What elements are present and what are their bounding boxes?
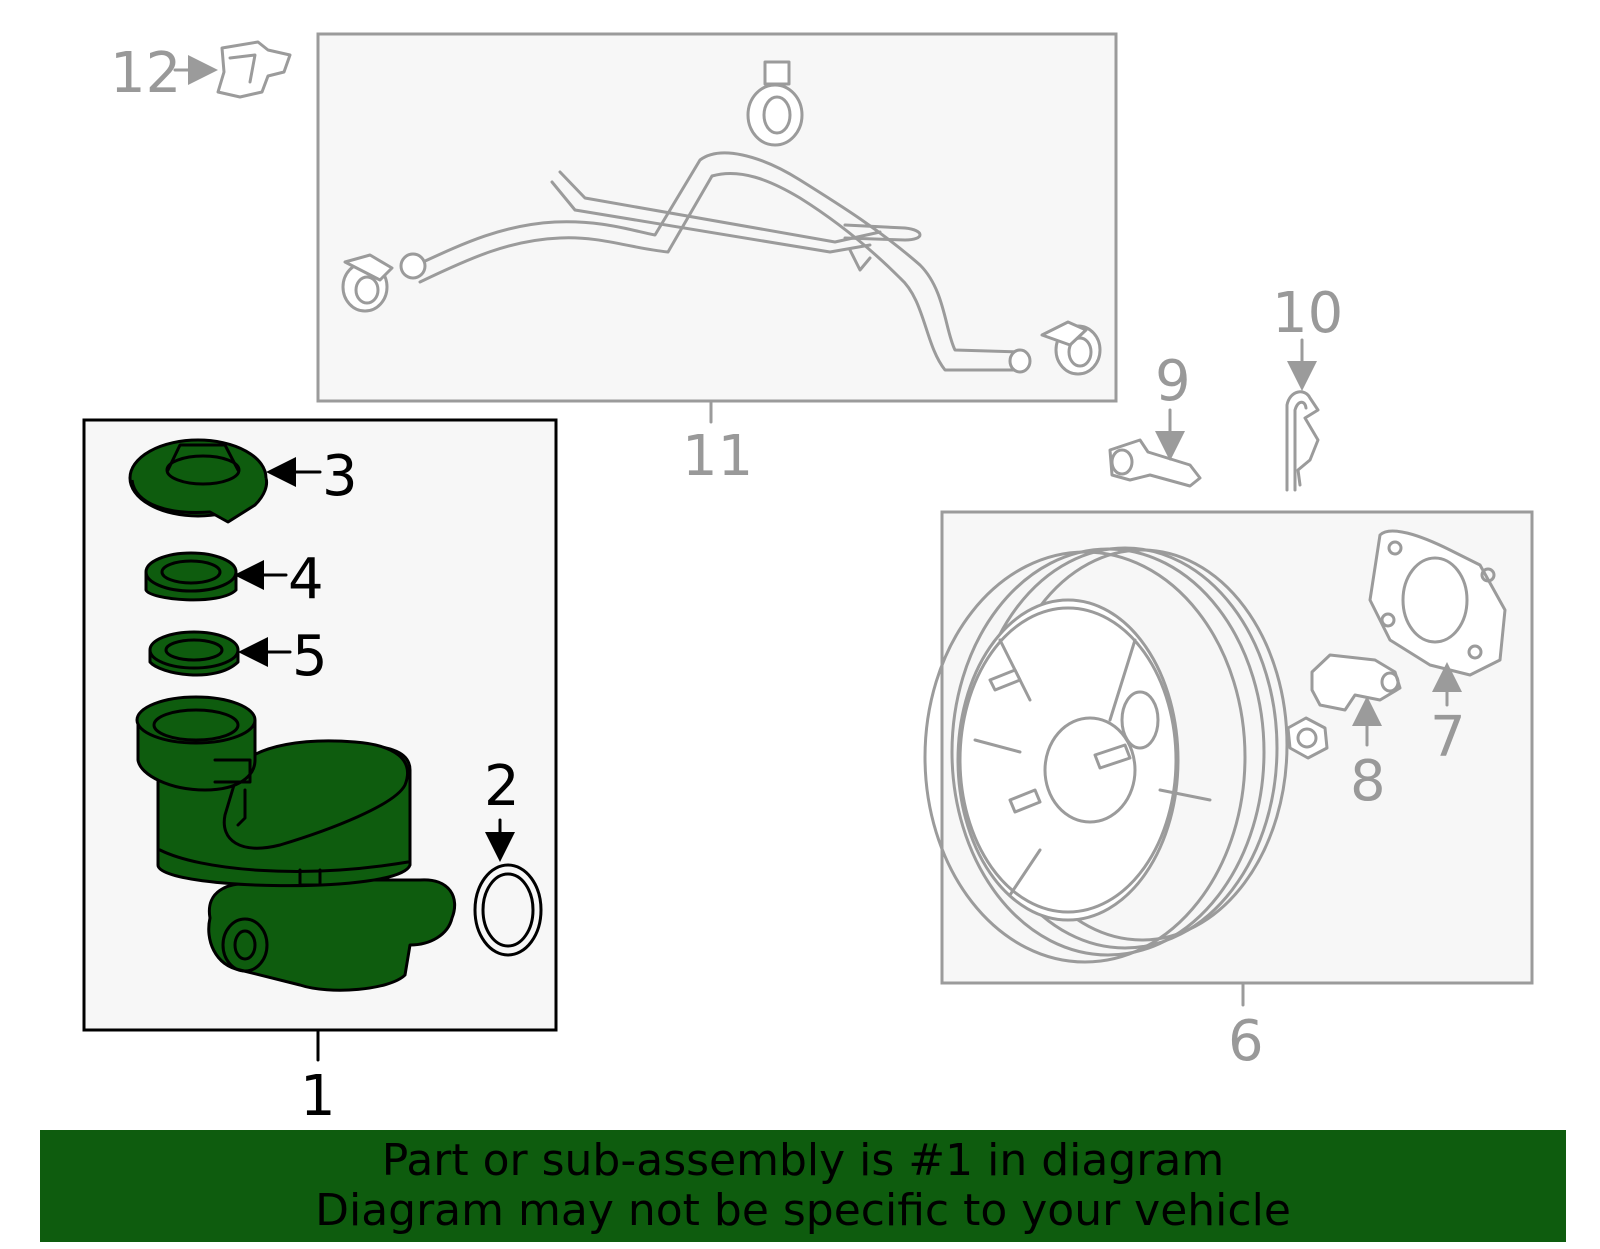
hose-clamp-left <box>341 253 394 313</box>
callout-3[interactable]: 3 <box>322 444 358 509</box>
callout-12[interactable]: 12 <box>110 41 181 106</box>
callout-2[interactable]: 2 <box>484 754 520 819</box>
vacuum-hose-panel[interactable] <box>316 32 1118 403</box>
part-4-strainer[interactable] <box>144 551 238 602</box>
part-9-check-valve[interactable] <box>1108 438 1202 488</box>
callout-6[interactable]: 6 <box>1228 1009 1264 1074</box>
part-3-reservoir-cap[interactable] <box>128 438 269 524</box>
callout-7[interactable]: 7 <box>1430 705 1466 770</box>
callout-4[interactable]: 4 <box>288 547 324 612</box>
callout-11[interactable]: 11 <box>682 424 753 489</box>
callout-8[interactable]: 8 <box>1350 749 1386 814</box>
part-2-o-ring[interactable] <box>473 863 543 957</box>
hose-clamp-right <box>1040 320 1102 376</box>
part-6-brake-booster[interactable] <box>923 546 1289 964</box>
part-12-bracket[interactable] <box>216 40 292 99</box>
master-cylinder-assembly[interactable] <box>135 695 457 992</box>
part-10-clip[interactable] <box>1285 390 1320 492</box>
banner-line-2: Diagram may not be specific to your vehi… <box>315 1185 1291 1236</box>
part-5-seal[interactable] <box>148 630 240 677</box>
part-7-gasket[interactable] <box>1368 529 1507 677</box>
notice-banner: Part or sub-assembly is #1 in diagram Di… <box>40 1130 1566 1242</box>
callout-9[interactable]: 9 <box>1155 349 1191 414</box>
callout-5[interactable]: 5 <box>292 624 328 689</box>
callout-1[interactable]: 1 <box>300 1064 336 1129</box>
callout-10[interactable]: 10 <box>1272 281 1343 346</box>
hose-clamp-top <box>746 60 804 147</box>
banner-line-1: Part or sub-assembly is #1 in diagram <box>381 1135 1225 1186</box>
